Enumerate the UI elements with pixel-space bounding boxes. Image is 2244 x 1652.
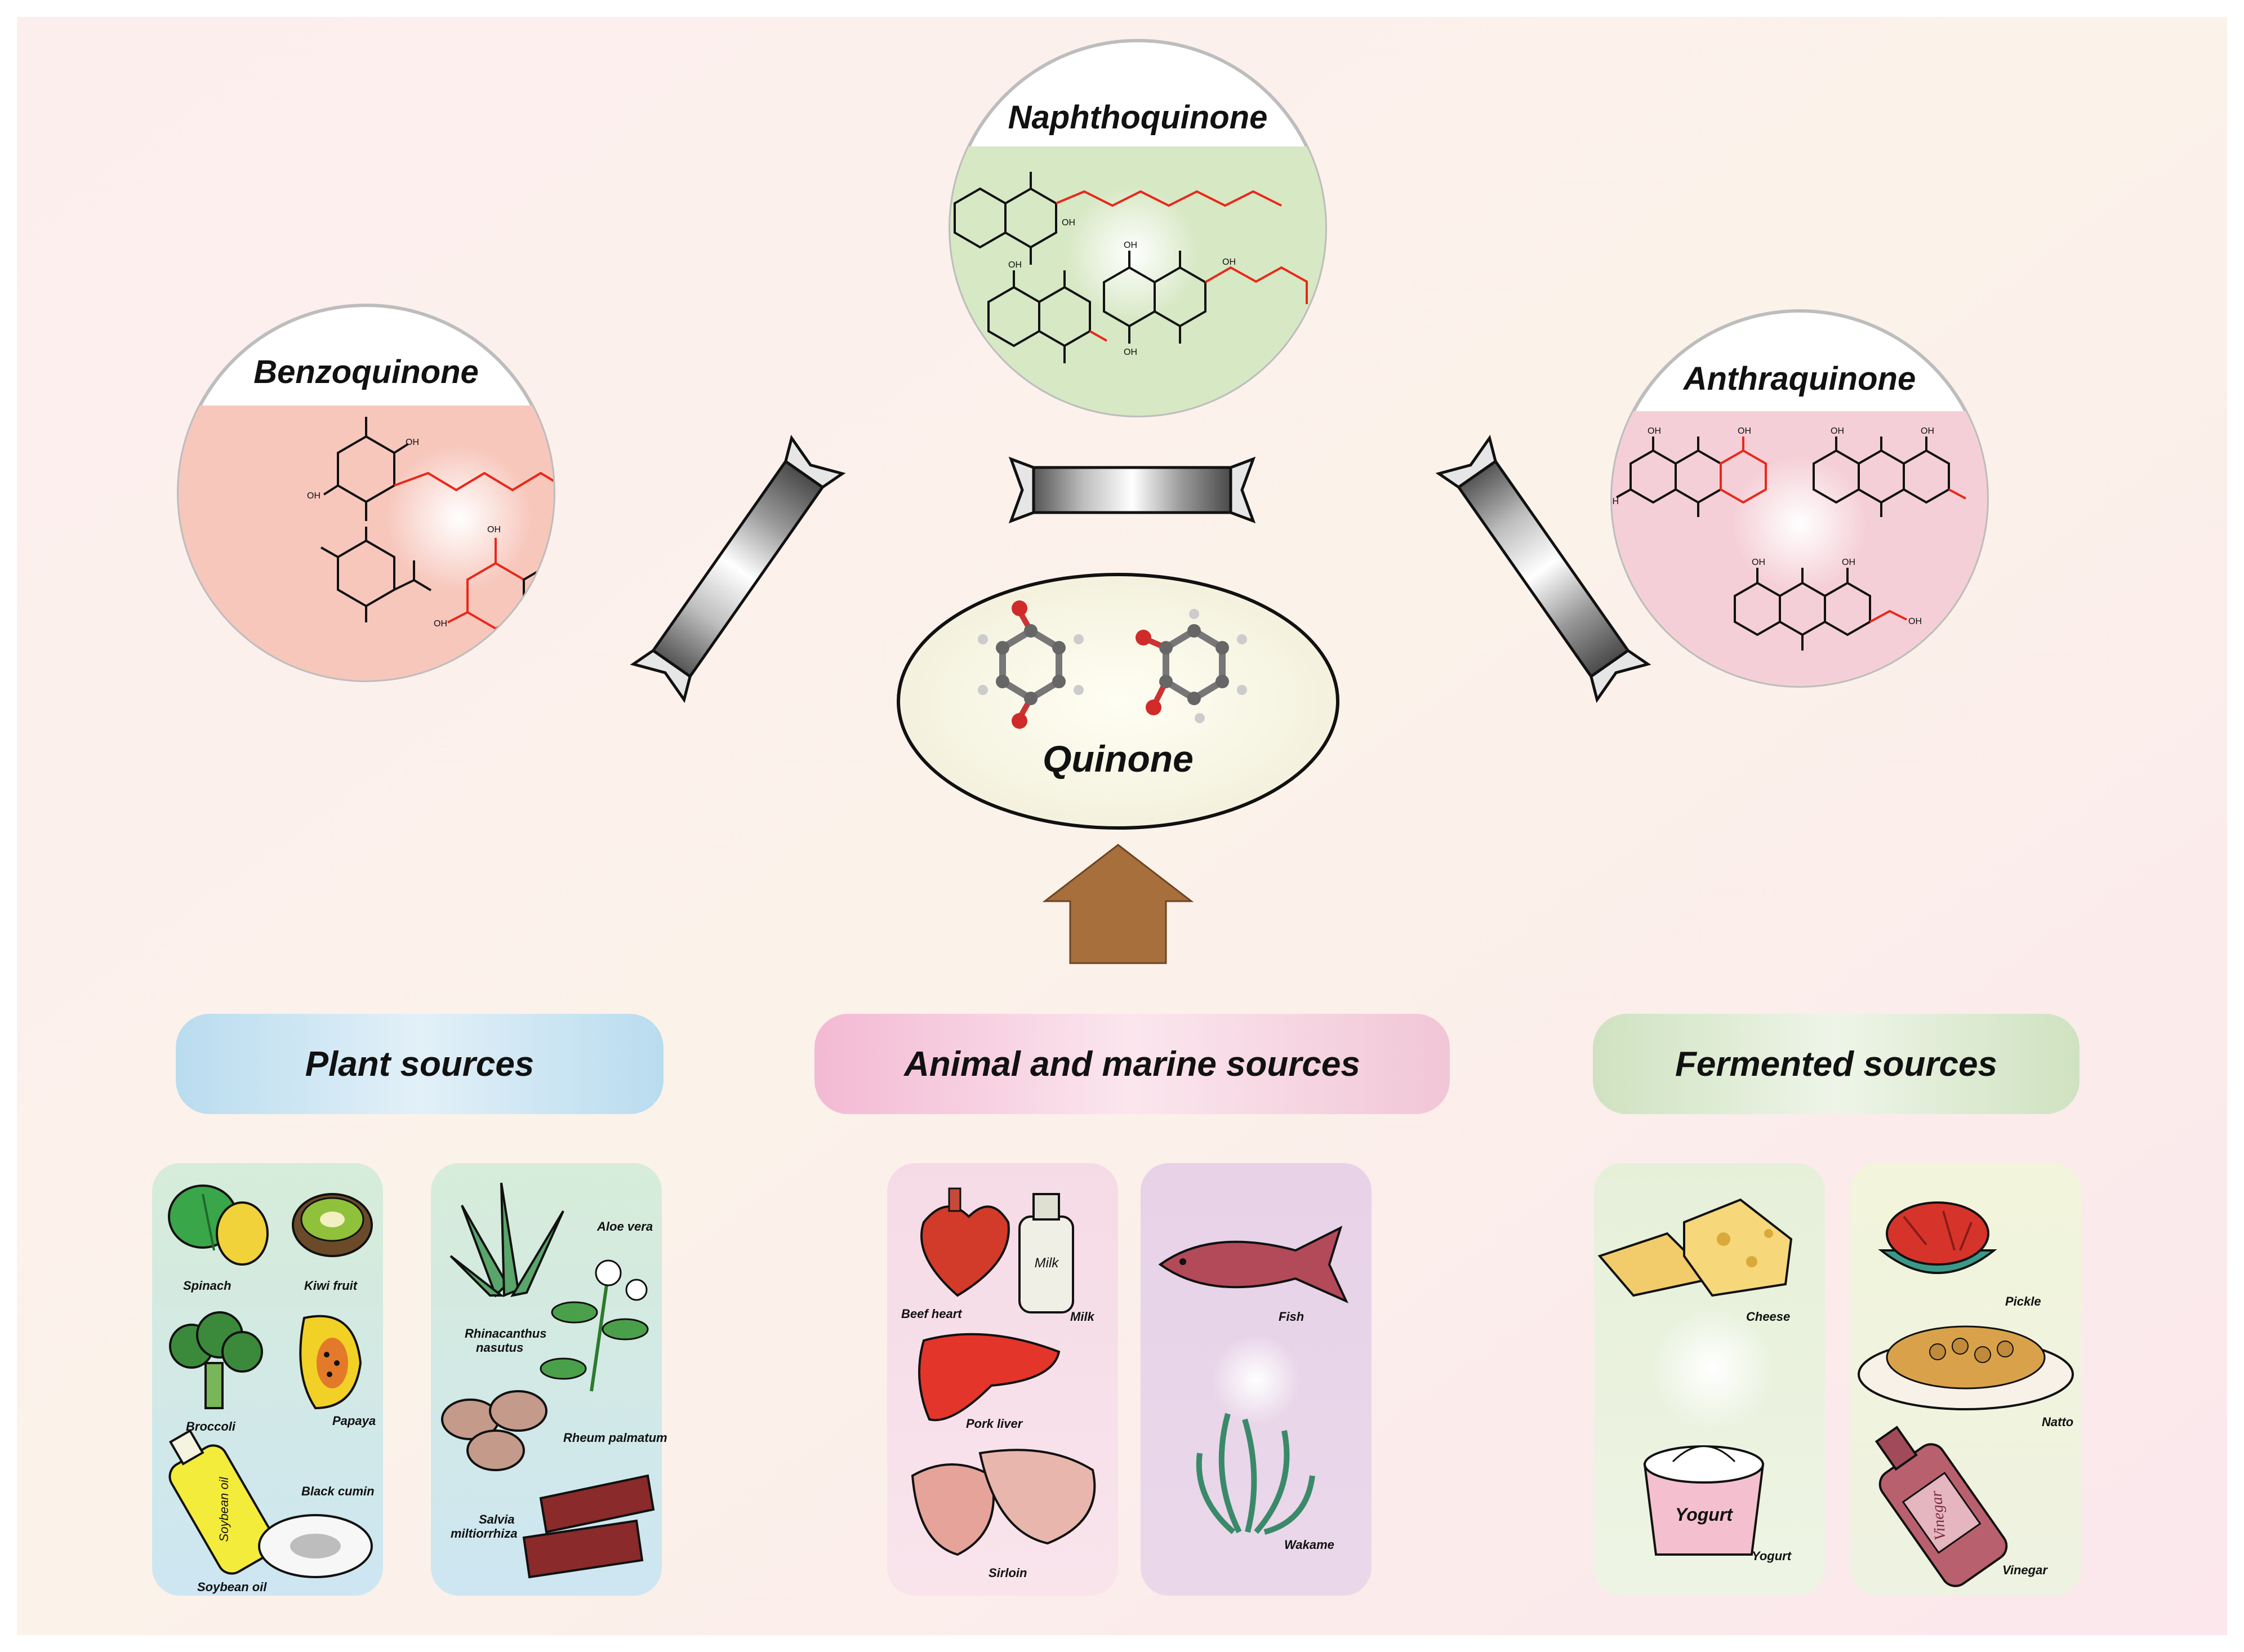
beef-heart-icon [920,1187,1010,1297]
pork-liver-label: Pork liver [966,1417,1023,1431]
yogurt-cup-label: Yogurt [1675,1504,1733,1525]
fish-label: Fish [1279,1310,1304,1324]
naphthoquinone-label: Naphthoquinone [1008,99,1268,136]
chem-label-oh: OH [406,438,419,447]
milk-bottle-icon: Milk [1018,1193,1074,1313]
cheese-icon [1597,1198,1793,1297]
chem-label-oh: OH [1908,617,1922,626]
o-benzoquinone-model [1136,609,1247,723]
pickle-bowl-icon [1878,1201,1997,1274]
kiwi-label: Kiwi fruit [304,1279,358,1293]
animal-panel-1: Beef heart Milk Milk Pork liver Sirloin [887,1163,1118,1596]
papaya-icon [299,1315,362,1410]
chem-label-oh: OH [1831,426,1844,436]
naphthoquinone-structure-2 [987,270,1091,363]
animal-sources-pill: Animal and marine sources [814,1014,1450,1114]
ribbon-arrow-left [630,434,846,703]
black-cumin-label: Black cumin [301,1484,375,1498]
naphthoquinone-structure-3 [1103,251,1206,344]
ribbon-arrow-right [1435,434,1651,703]
p-benzoquinone-model [978,600,1084,729]
rhinacanthus-label-2: nasutus [476,1341,523,1355]
fermented-sources-title: Fermented sources [1675,1045,1997,1084]
quinone-label: Quinone [1043,738,1194,780]
natto-label: Natto [2042,1415,2073,1429]
natto-plate-icon [1858,1325,2074,1410]
fermented-sources-pill: Fermented sources [1593,1014,2080,1114]
anthraquinone-circle: OH OH OH OH OH OH OH OH Anthraquinone [1605,309,1989,688]
black-cumin-plate-icon [258,1514,373,1578]
chem-label-oh: OH [434,619,447,629]
chem-label-oh: OH [1124,348,1137,357]
rhinacanthus-icon [540,1259,649,1392]
plant-panel-1: Spinach Kiwi fruit Broccoli Papaya Soybe… [152,1163,383,1596]
chem-label-oh: OH [1752,558,1765,567]
benzoquinone-label: Benzoquinone [253,354,479,390]
kiwi-icon [292,1193,373,1257]
fermented-panel-2: Pickle Natto Vinegar Vinegar [1850,1163,2081,1596]
chem-label-oh: OH [307,491,320,501]
rheum-palmatum-label: Rheum palmatum [563,1431,667,1445]
yogurt-cup-icon: Yogurt [1643,1445,1765,1556]
broccoli-icon [169,1311,263,1409]
salvia-label-2: miltiorrhiza [451,1526,518,1540]
bottle-label: Soybean oil [217,1476,231,1542]
chem-label-oh: OH [1008,260,1022,270]
plant-sources-title: Plant sources [305,1045,535,1084]
rhinacanthus-label: Rhinacanthus [465,1326,546,1341]
quinone-center: Quinone [897,573,1339,830]
chem-label-oh: OH [1738,426,1751,436]
fish-icon [1158,1226,1349,1303]
rheum-palmatum-icon [441,1390,547,1471]
aloe-vera-label: Aloe vera [596,1219,653,1234]
sirloin-icon [911,1449,1096,1556]
plant-panel-2: Aloe vera Rhinacanthus nasutus Rheum pal… [431,1163,667,1596]
anthraquinone-label: Anthraquinone [1682,360,1916,397]
animal-sources-title: Animal and marine sources [903,1045,1360,1084]
naphthoquinone-structure-1 [954,172,1057,265]
broccoli-label: Broccoli [186,1419,236,1433]
animal-panel-2: Fish Wakame [1141,1163,1372,1596]
pickle-label: Pickle [2005,1294,2041,1308]
benzoquinone-structure-1 [323,417,409,521]
chem-label-oh: OH [1062,218,1075,228]
vinegar-bottle-icon: Vinegar [1875,1426,2008,1587]
salvia-root-icon [522,1474,655,1579]
milk-bottle-label: Milk [1035,1255,1060,1271]
chem-label-oh: OH [1921,426,1934,436]
beef-heart-label: Beef heart [901,1307,963,1321]
chem-label-oh: OH [1605,497,1619,506]
chem-label-oh: OH [1648,426,1661,436]
chem-label-oh: OH [1222,257,1236,267]
salvia-label: Salvia [479,1512,515,1526]
benzoquinone-circle: OH OH OH OH OH HN Benzoquinone [177,304,555,682]
benzoquinone-structure-2 [320,527,432,622]
vinegar-bottle-label: Vinegar [1927,1490,1949,1541]
up-arrow [1042,844,1194,964]
chem-label-oh: OH [487,525,501,535]
fermented-panel-1: Cheese Yogurt Yogurt [1594,1163,1825,1596]
wakame-icon [1196,1413,1315,1535]
yogurt-label: Yogurt [1752,1549,1792,1563]
wakame-label: Wakame [1284,1538,1334,1552]
spinach-icon [168,1185,269,1266]
ribbon-arrow-top [1008,456,1256,524]
soybean-oil-label: Soybean oil [197,1580,267,1594]
soybean-oil-bottle-icon: Soybean oil [168,1429,277,1575]
chem-label-oh: OH [1124,241,1137,250]
cheese-label: Cheese [1746,1310,1790,1324]
chem-label-oh: OH [1842,558,1855,567]
vinegar-label: Vinegar [2002,1563,2048,1577]
sirloin-label: Sirloin [989,1566,1027,1580]
aloe-vera-icon [449,1182,564,1298]
plant-sources-pill: Plant sources [176,1014,664,1114]
papaya-label: Papaya [332,1414,376,1428]
milk-label: Milk [1070,1310,1096,1324]
spinach-label: Spinach [183,1279,231,1293]
pork-liver-icon [918,1333,1061,1422]
